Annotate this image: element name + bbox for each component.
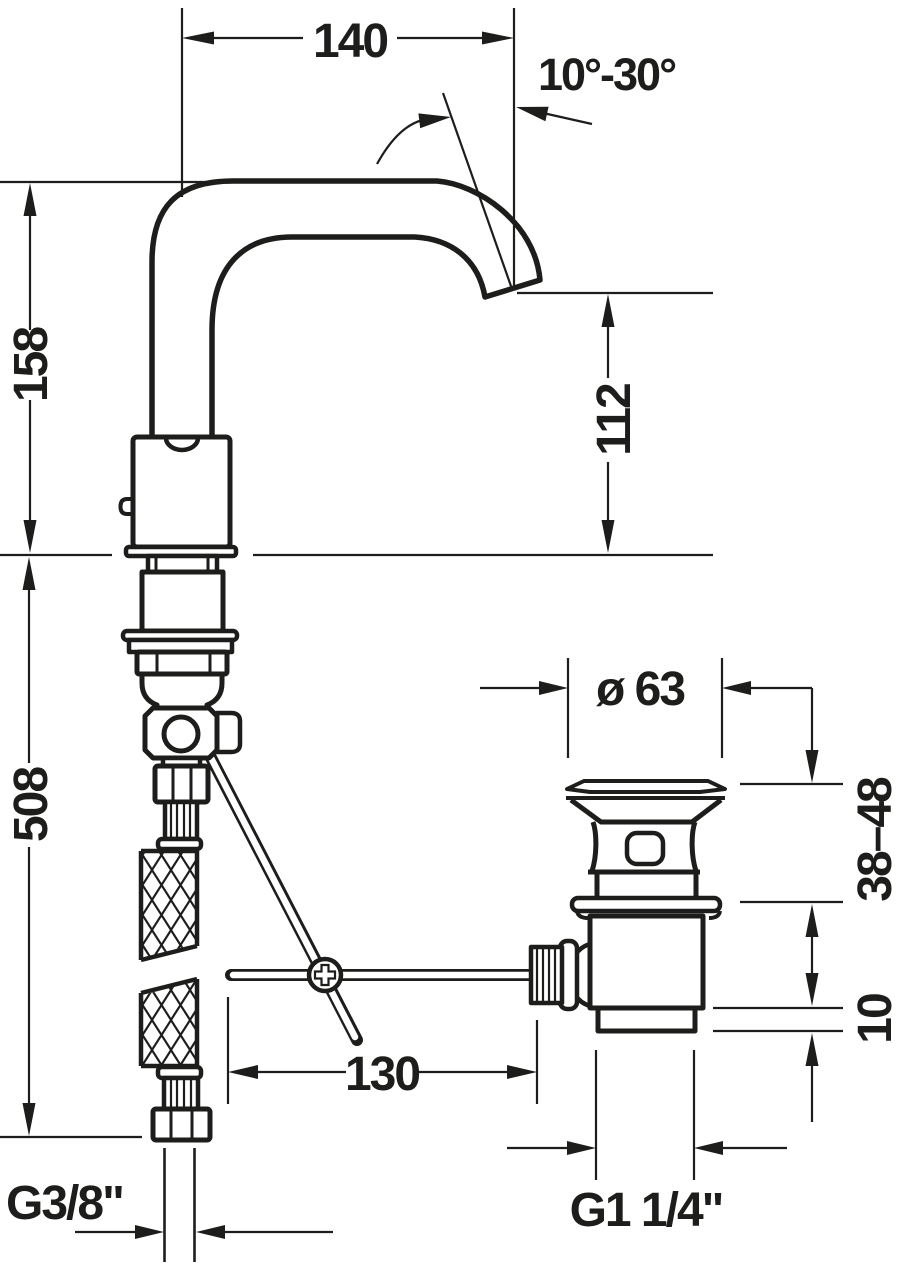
dim-hose-length: 508 — [0, 557, 142, 1139]
dim-waste-thread-arrows — [567, 1141, 723, 1155]
drain-band — [594, 872, 699, 898]
body-collar-arc — [163, 437, 201, 453]
hose-crimp-lower-ribs — [169, 1078, 193, 1109]
dim-thread-exposure-lines — [713, 1006, 843, 1122]
drain-assembly — [528, 779, 727, 1034]
popup-rod-diagonal-core — [205, 750, 359, 1041]
hose-end-nut-facets — [169, 1109, 194, 1140]
supply-thread-label: G3/8" — [6, 1177, 123, 1230]
drain-tailpipe — [595, 1005, 698, 1034]
hose-hex-facets — [171, 766, 193, 802]
drain-diameter-label: ø 63 — [596, 663, 684, 716]
mounting-thickness-label: 38–48 — [849, 777, 902, 902]
dim-waste-thread-lines — [507, 1050, 787, 1180]
shank-neck-lines — [154, 556, 210, 572]
dim-drain-diameter: ø 63 — [480, 658, 812, 758]
thread-exposure-label: 10 — [849, 994, 902, 1044]
dim-supply-thread: G3/8" — [6, 1177, 333, 1239]
dim-rod-offset: 130 — [226, 997, 539, 1104]
shank-taper — [139, 671, 225, 711]
hose-crimp-lower — [161, 1075, 201, 1112]
faucet-fixture — [118, 178, 543, 711]
dim-supply-thread-arrows — [135, 1225, 225, 1239]
drain-seat-collar — [569, 895, 723, 914]
mounting-nut — [134, 649, 230, 677]
dim-spout-reach-lines — [180, 8, 516, 290]
dim-waste-thread: G1 1/4" — [507, 1050, 787, 1237]
angle-pointer-line — [542, 111, 593, 126]
dim-spout-angle: 10°-30° — [376, 49, 678, 290]
drain-backnut — [587, 913, 706, 1011]
angle-arc-arrow — [418, 113, 451, 129]
drain-body — [588, 821, 700, 875]
phillips-screw-icon — [313, 963, 337, 987]
popup-linkage — [201, 744, 548, 1046]
drain-overflow-hole — [624, 830, 666, 867]
drain-cone — [569, 797, 723, 825]
angle-reference-line — [441, 92, 514, 290]
outlet-height-label: 112 — [588, 384, 641, 456]
spout-height-label: 158 — [5, 327, 58, 402]
dim-hose-length-lines — [0, 589, 142, 1139]
angle-pointer-arrow — [516, 106, 549, 122]
valve-side-knob — [214, 710, 243, 755]
hose-collar-upper — [155, 836, 204, 852]
dim-drain-diameter-lines — [480, 658, 812, 758]
hose-crimp-upper-ribs — [169, 802, 192, 839]
hose-crimp-upper — [162, 799, 200, 842]
dim-spout-height-lines — [0, 180, 232, 521]
angle-arc-line — [376, 118, 424, 165]
valve-and-hose — [138, 705, 243, 1262]
rod-offset-label: 130 — [345, 1048, 419, 1101]
drain-collar-lips — [575, 910, 722, 920]
dim-spout-height: 158 — [0, 180, 232, 553]
hose-outline — [138, 848, 200, 1069]
drain-rim — [565, 779, 727, 794]
rod-connector — [306, 956, 344, 994]
hose-length-label: 508 — [5, 767, 58, 842]
spout-angle-label: 10°-30° — [538, 49, 676, 100]
valve-body — [142, 705, 220, 761]
waste-thread-label: G1 1/4" — [570, 1184, 723, 1237]
hose-braid-lower — [143, 981, 195, 1064]
spout-outline — [149, 178, 543, 439]
mounting-nut-facets — [155, 652, 212, 674]
dim-rod-offset-lines — [226, 997, 539, 1104]
dim-spout-reach: 140 — [180, 8, 516, 290]
dim-mounting-thickness: 38–48 — [740, 688, 902, 1006]
valve-ball — [161, 714, 201, 754]
supply-pipe-lines — [163, 1148, 196, 1262]
dim-mounting-thickness-lines — [740, 688, 843, 974]
drain-inlet-knurl — [528, 944, 565, 1006]
dim-outlet-height: 112 — [517, 291, 713, 553]
threaded-shank — [139, 569, 226, 634]
hose-end-nut — [150, 1106, 213, 1143]
dim-thread-exposure-arrows — [805, 1033, 819, 1066]
dim-outlet-height-lines — [517, 291, 713, 521]
hose-braid-upper — [143, 853, 195, 958]
dim-thread-exposure: 10 — [713, 994, 902, 1122]
spout-reach-label: 140 — [313, 15, 387, 68]
hose-hex-fitting — [152, 763, 211, 805]
drain-inlet-knurl-ribs — [535, 947, 557, 1003]
mixer-body — [130, 434, 233, 550]
